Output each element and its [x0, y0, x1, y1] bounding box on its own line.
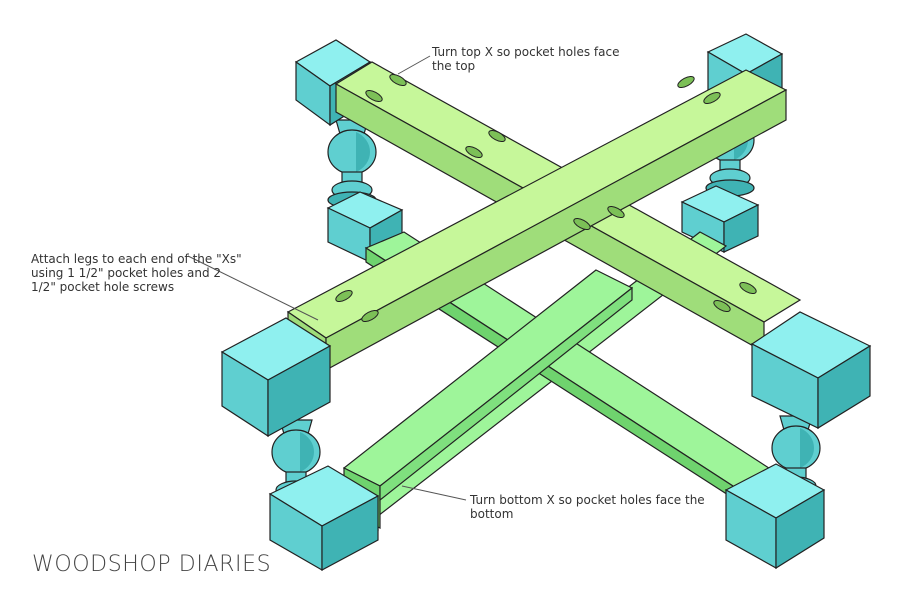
- callout-bottom-x: Turn bottom X so pocket holes face the b…: [470, 493, 705, 521]
- pocket-holes: [335, 73, 757, 323]
- leader-bottom: [401, 485, 467, 501]
- bottom-x: [342, 231, 774, 532]
- callout-attach-legs: Attach legs to each end of the "Xs" usin…: [31, 252, 242, 294]
- leader-legs: [187, 255, 319, 321]
- brand-logo-text: WOODSHOP DIARIES: [32, 552, 272, 577]
- callout-top-x: Turn top X so pocket holes face the top: [432, 45, 620, 73]
- top-x: [286, 61, 802, 372]
- leg-front-left: [220, 317, 380, 572]
- leg-front-right: [724, 311, 872, 570]
- leader-top: [397, 55, 431, 75]
- leader-lines: [187, 55, 467, 501]
